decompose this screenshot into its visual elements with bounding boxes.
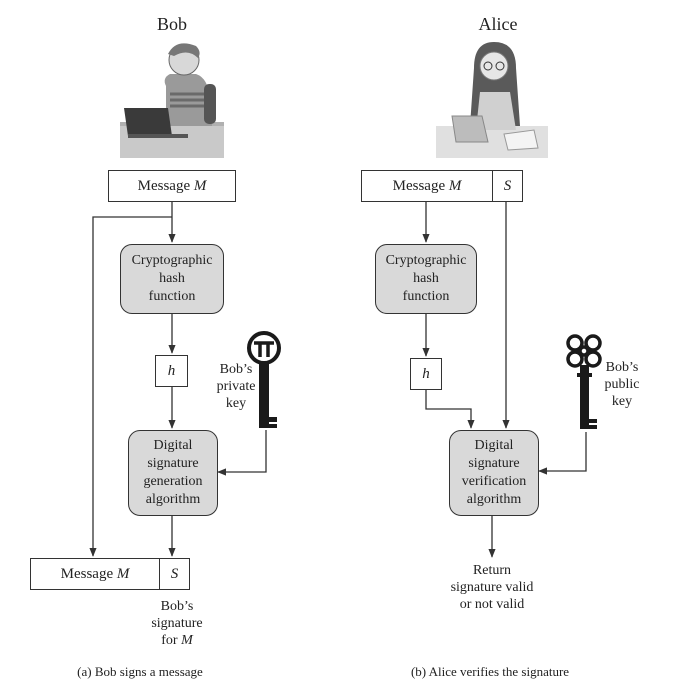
private-key-label-line-1: Bob’s (219, 362, 253, 377)
bob-hash-line-3: function (148, 289, 196, 304)
bob-signature-caption: Bob’s signature for M (147, 598, 207, 649)
alice-result-text: Return signature valid or not valid (437, 562, 547, 613)
bob-hash-function-box: Cryptographic hash function (120, 244, 224, 314)
bob-private-key-label: Bob’s private key (208, 361, 264, 412)
alice-message-label: Message (392, 177, 446, 194)
verify-box-line-1: Digital (474, 438, 514, 453)
arrow-alice-h-to-verify (425, 390, 475, 429)
alice-hash-line-2: hash (413, 271, 439, 286)
sign-box-line-1: Digital (153, 438, 193, 453)
sig-caption-line-3: for M (147, 632, 207, 649)
bob-hash-line-2: hash (159, 271, 185, 286)
result-line-3: or not valid (459, 597, 525, 612)
alice-illustration (436, 42, 548, 158)
alice-hash-line-3: function (402, 289, 450, 304)
sign-box-line-3: generation (143, 474, 203, 489)
alice-hash-line-1: Cryptographic (385, 253, 467, 268)
public-key-label-line-1: Bob’s (605, 360, 639, 375)
bob-message-label: Message (137, 177, 191, 194)
verify-box-line-4: algorithm (466, 492, 522, 507)
private-key-label-line-3: key (225, 396, 247, 411)
alice-message-cell: Message M (362, 171, 492, 201)
sig-caption-line-2: signature (151, 616, 203, 631)
bob-hash-line-1: Cryptographic (131, 253, 213, 268)
arrow-private-key-to-sign (217, 430, 267, 476)
arrow-public-key-to-verify (538, 432, 587, 475)
bob-signature-cell: S (159, 559, 189, 589)
bob-signature-generation-box: Digital signature generation algorithm (128, 430, 218, 516)
bob-name: Bob (156, 14, 187, 34)
bob-hash-value-box: h (155, 355, 188, 387)
private-key-icon (247, 331, 281, 428)
public-key-icon (566, 334, 602, 429)
sign-box-line-2: signature (147, 456, 199, 471)
alice-public-key-label: Bob’s public key (594, 359, 650, 410)
sign-box-line-4: algorithm (145, 492, 201, 507)
verify-box-line-3: verification (461, 474, 527, 489)
bob-signed-message-box: Message M S (30, 558, 190, 590)
bob-message-var: M (193, 177, 207, 194)
alice-signature-cell: S (492, 171, 522, 201)
bob-panel-caption: (a) Bob signs a message (77, 664, 203, 679)
bob-illustration (120, 43, 224, 158)
sig-caption-var: M (181, 633, 193, 648)
private-key-label-line-2: private (216, 379, 256, 394)
alice-name: Alice (478, 14, 518, 34)
public-key-label-line-3: key (611, 394, 633, 409)
sig-caption-line-1: Bob’s (160, 599, 194, 614)
sig-caption-for: for (161, 633, 178, 648)
bob-message-box: Message M (108, 170, 236, 202)
bob-output-message-cell: Message M (31, 559, 159, 589)
alice-panel-caption: (b) Alice verifies the signature (410, 664, 570, 679)
alice-hash-function-box: Cryptographic hash function (375, 244, 477, 314)
verify-box-line-2: signature (468, 456, 520, 471)
bob-output-message-var: M (116, 565, 130, 582)
result-line-2: signature valid (450, 580, 534, 595)
public-key-label-line-2: public (604, 377, 640, 392)
alice-message-box: Message M S (361, 170, 523, 202)
bob-output-message-label: Message (60, 565, 114, 582)
arrow-message-to-output (89, 216, 172, 557)
result-line-1: Return (472, 563, 512, 578)
alice-hash-value-box: h (410, 358, 442, 390)
alice-message-var: M (448, 177, 462, 194)
alice-signature-verification-box: Digital signature verification algorithm (449, 430, 539, 516)
